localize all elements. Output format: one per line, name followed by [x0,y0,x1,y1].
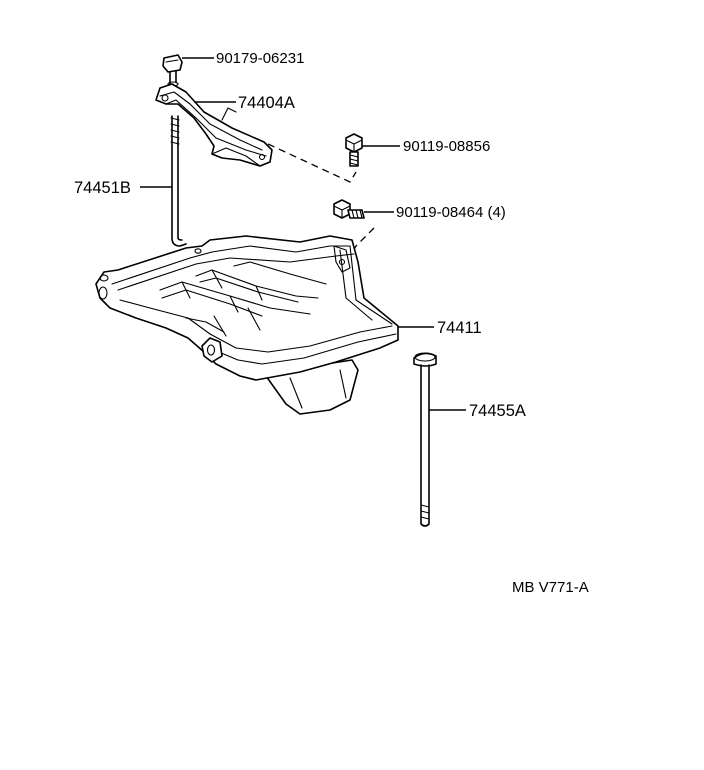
bolt-lower-drawing [333,199,365,219]
label-clamp-nut: 90179-06231 [216,50,304,67]
label-hold-down-clamp: 74404A [238,94,295,112]
label-bolt-upper: 90119-08856 [403,138,490,155]
bolt-upper-drawing [345,133,363,167]
hold-down-rod-drawing [170,115,187,247]
label-hold-down-rod-long: 74455A [469,402,526,420]
hold-down-rod-long-drawing [413,352,437,527]
label-hold-down-rod: 74451B [74,179,131,197]
label-bolt-lower: 90119-08464 (4) [396,204,506,221]
label-battery-tray: 74411 [437,319,482,337]
battery-tray-drawing [95,235,399,415]
hold-down-clamp-drawing [155,83,273,167]
clamp-nut-drawing [162,54,183,87]
dashed-bolt-upper [267,143,357,183]
figure-code: MB V771-A [512,579,589,596]
